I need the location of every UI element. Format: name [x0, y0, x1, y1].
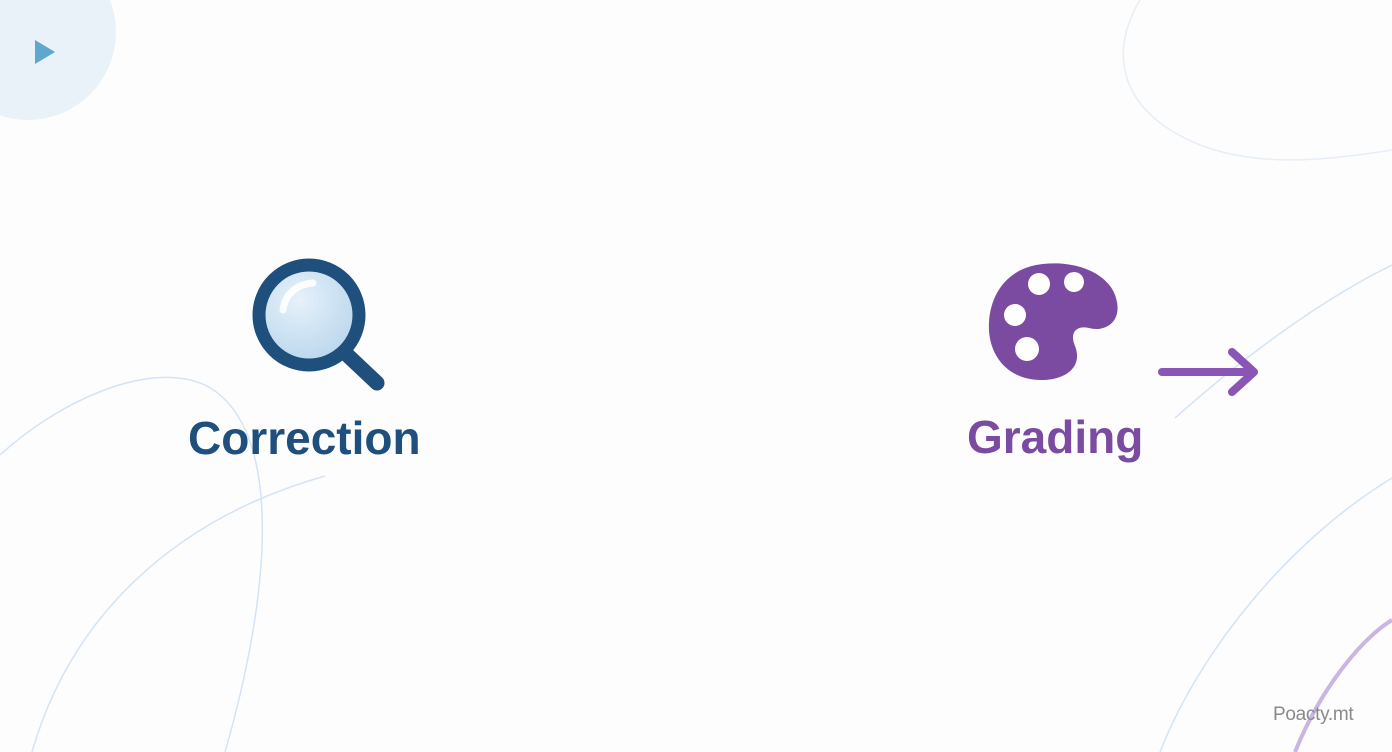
step-label-grading: Grading — [967, 411, 1144, 463]
play-icon — [35, 40, 55, 64]
decor-curve-right-3 — [1159, 477, 1392, 752]
decor-curve-left-2 — [31, 475, 326, 752]
step-label-correction: Correction — [188, 412, 421, 464]
decor-curve-left-1 — [0, 376, 264, 752]
decor-curve-right-2 — [1174, 264, 1392, 419]
watermark-text: Poacty.mt — [1273, 704, 1354, 725]
magnifier-icon — [252, 258, 385, 391]
palette-icon — [988, 263, 1118, 380]
arrow-right-icon — [1158, 348, 1258, 396]
decor-curve-right-1 — [1122, 0, 1392, 161]
decor-curve-purple — [1293, 618, 1392, 752]
